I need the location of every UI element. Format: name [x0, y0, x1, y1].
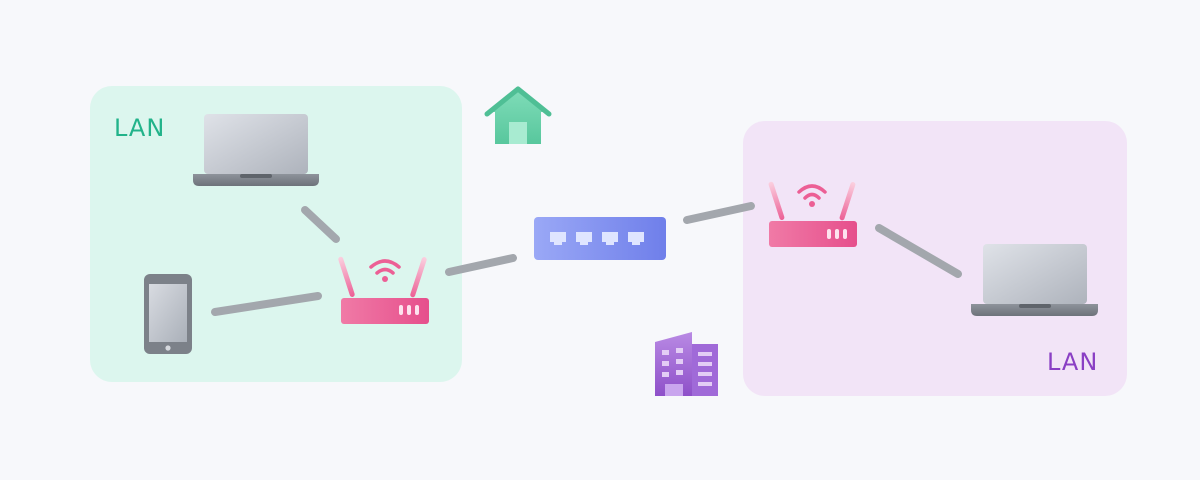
office-lan-label: LAN — [1047, 348, 1098, 376]
office-building-icon — [655, 332, 718, 396]
house-icon — [484, 86, 552, 144]
laptop-icon — [193, 114, 319, 186]
link-home-router-switch — [445, 254, 517, 276]
smartphone-icon — [144, 274, 192, 354]
link-office-router-laptop — [875, 224, 962, 278]
links — [211, 202, 962, 316]
laptop-icon — [971, 244, 1098, 316]
link-switch-office-router — [683, 202, 755, 224]
link-phone-home-router — [211, 292, 322, 316]
link-laptop-home-router — [301, 206, 340, 243]
wifi-router-icon — [768, 181, 857, 247]
network-switch-icon — [534, 217, 666, 260]
home-lan-label: LAN — [114, 114, 165, 142]
wifi-router-icon — [338, 256, 429, 324]
